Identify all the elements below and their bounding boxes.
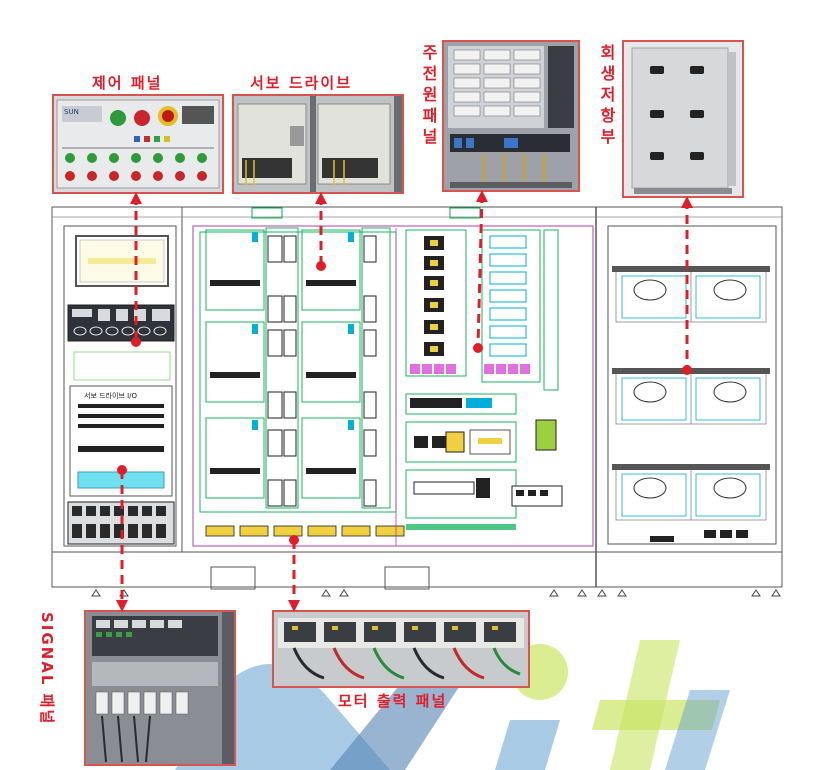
connector-main-power <box>476 193 484 347</box>
regen-resistor-photo <box>622 40 744 198</box>
control-panel-photo: SUN <box>52 94 224 194</box>
watermark-t-stem <box>610 640 680 770</box>
label-main-power-panel: 주전원패널 <box>422 43 438 146</box>
svg-text:서보 드라이브 I/O: 서보 드라이브 I/O <box>84 391 138 400</box>
label-control-panel: 제어 패널 <box>92 74 163 92</box>
servo-drive-photo <box>232 94 404 194</box>
label-regen-resistor: 회생저항부 <box>600 43 616 146</box>
watermark-t-bar <box>592 700 720 730</box>
label-servo-drive: 서보 드라이브 <box>250 74 353 92</box>
label-motor-output-panel: 모터 출력 패널 <box>338 692 448 710</box>
main-power-panel-photo <box>442 40 580 192</box>
signal-panel-photo <box>84 610 236 766</box>
svg-text:SUN: SUN <box>64 108 79 116</box>
watermark-t-blue <box>665 690 730 770</box>
motor-output-panel-photo <box>272 610 530 688</box>
watermark-i-stem <box>495 720 560 770</box>
